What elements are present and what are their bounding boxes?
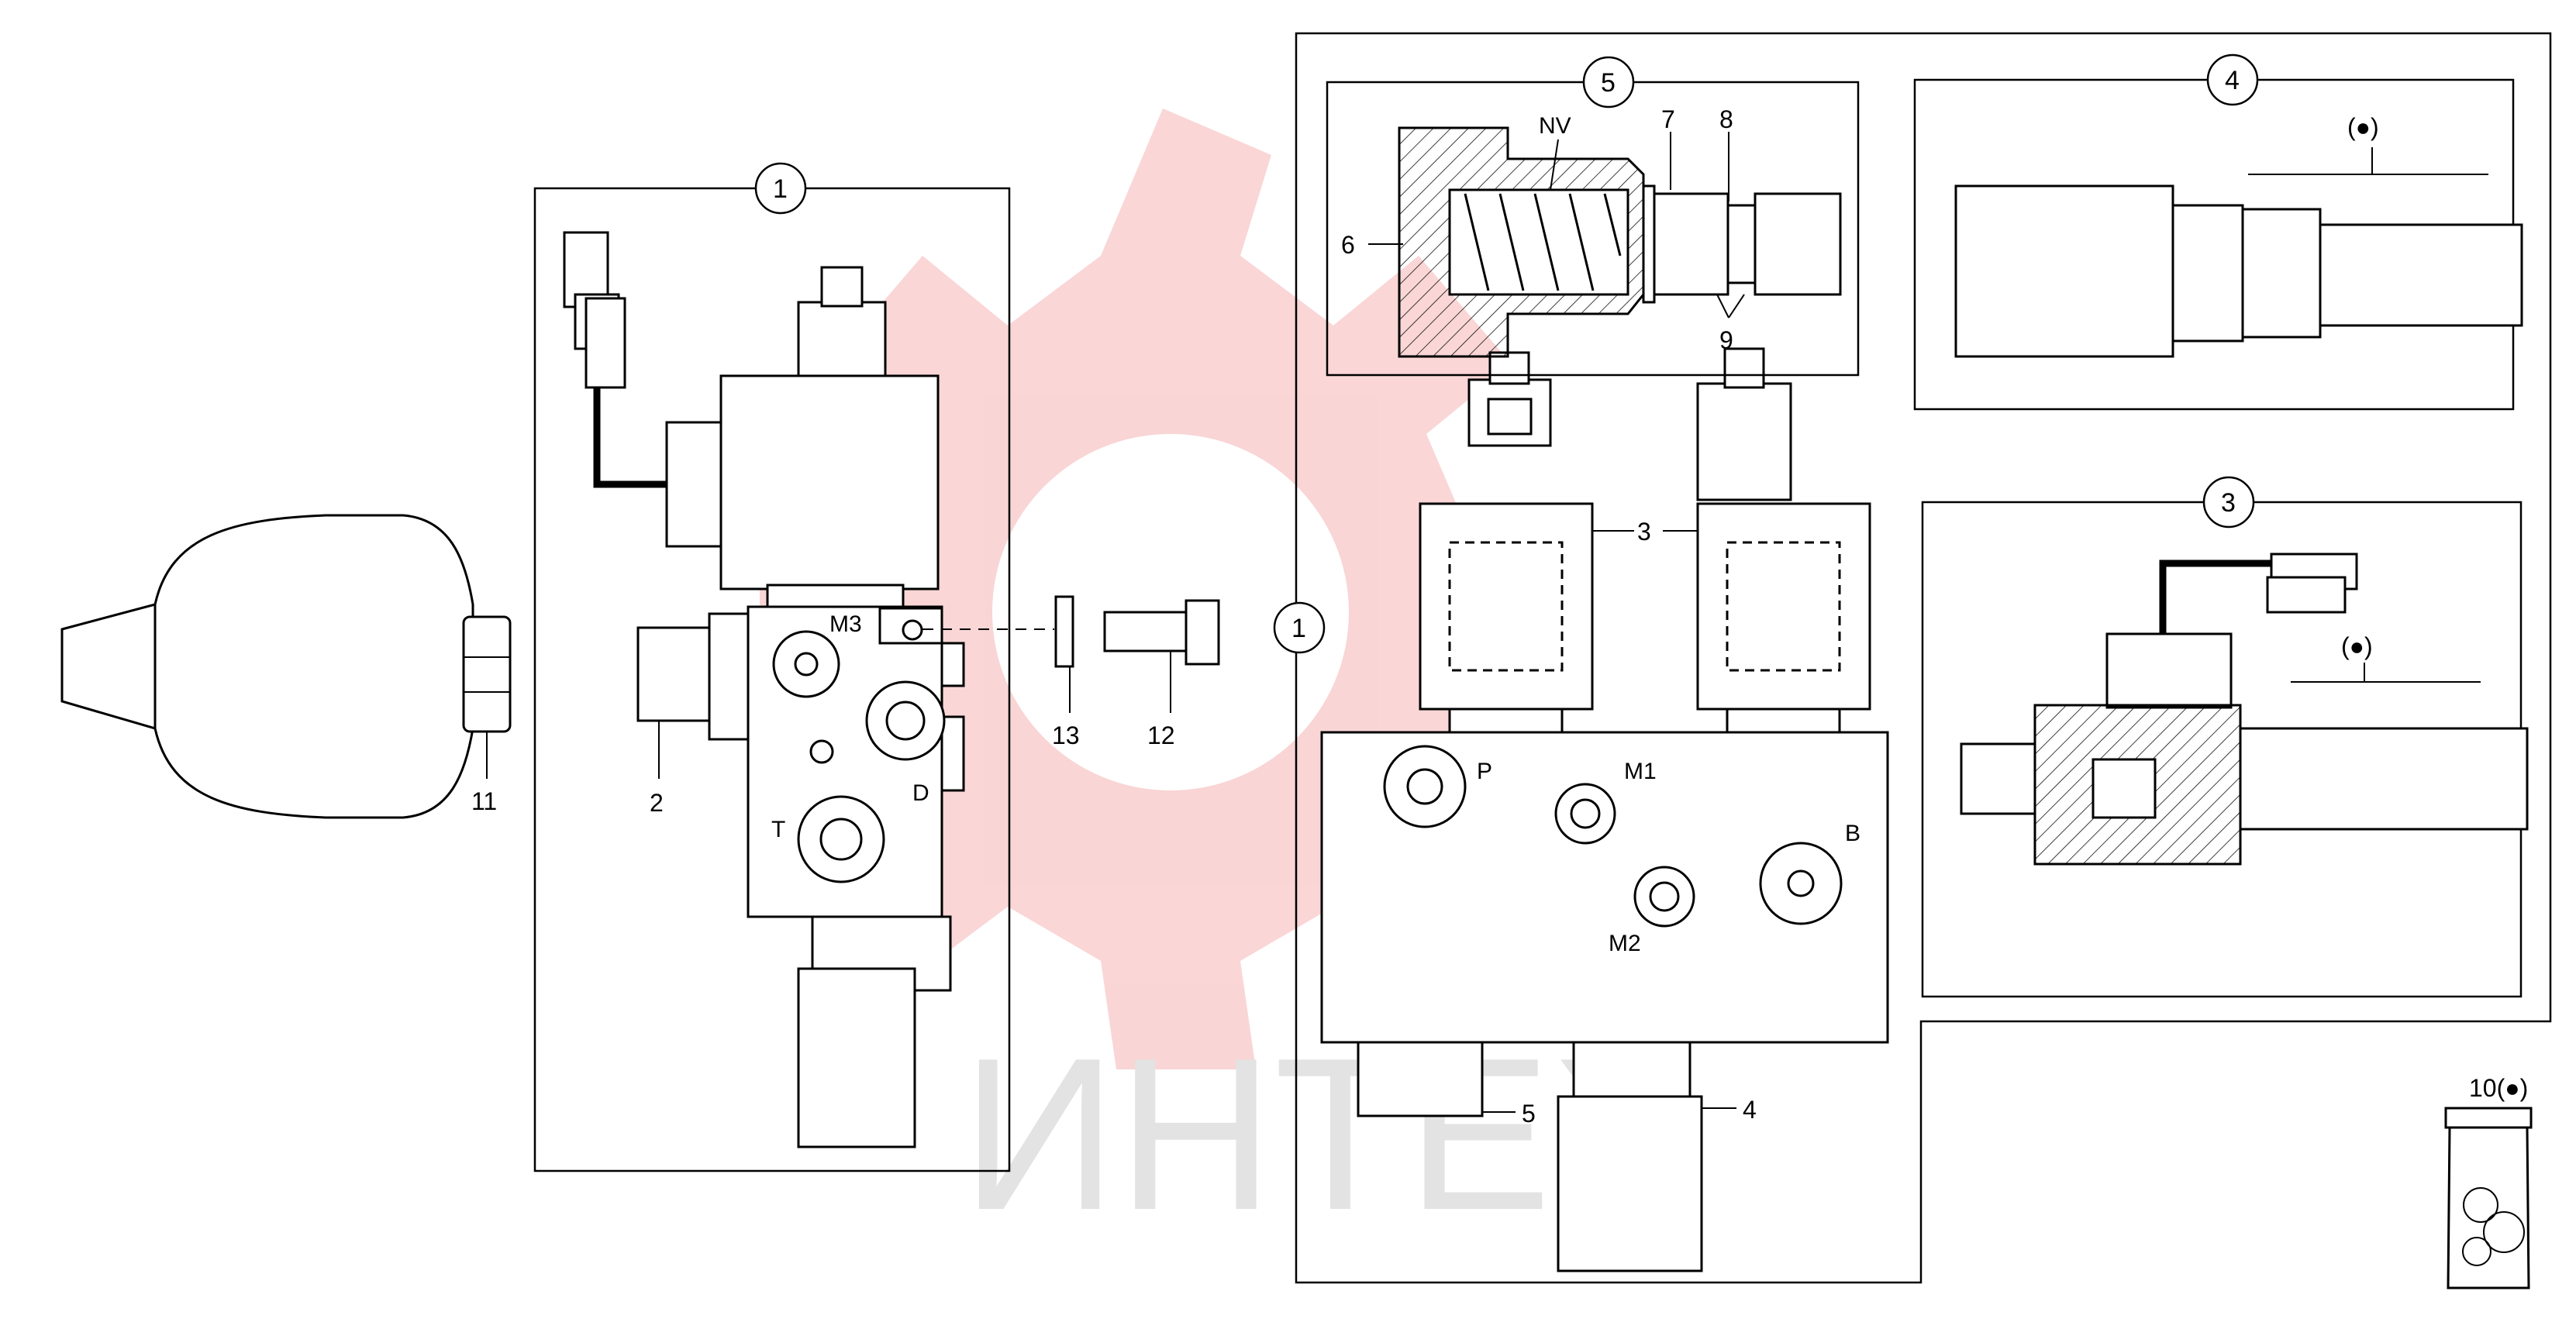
callout-5-valve: 5 [1522,1100,1536,1128]
left-valve-assembly: 1 M3 D T 2 [533,162,1011,1172]
callout-3-box: 3 [2221,488,2236,518]
right-valve-assembly: 1 3 P M1 M2 B 5 4 [1273,32,2552,1284]
callout-1-left: 1 [773,174,788,204]
callout-dot-box3: (●) [2341,632,2373,660]
callout-11: 11 [471,787,497,815]
callout-dot-box4: (●) [2347,113,2379,141]
port-label-d: D [912,780,929,806]
callout-13: 13 [1052,721,1080,749]
bolt-part-12: 13 12 [922,595,1220,749]
callout-5-box: 5 [1601,68,1616,98]
callout-9: 9 [1719,326,1733,354]
accumulator-part-11: 11 [60,514,512,819]
port-m3-hole [902,619,923,641]
right-assembly-frame [1295,32,2552,1284]
port-label-m2: M2 [1609,931,1641,956]
callout-nv: NV [1539,113,1571,139]
callout-4-valve: 4 [1743,1096,1757,1124]
callout-8: 8 [1719,105,1733,133]
callout-1-right: 1 [1291,614,1306,643]
callout-12: 12 [1147,721,1175,749]
callout-3-valve: 3 [1637,518,1651,546]
callout-2: 2 [650,789,664,817]
callout-10: 10(●) [2469,1074,2528,1102]
port-label-b: B [1845,821,1860,846]
seal-kit-part-10: 10(●) [2444,1074,2533,1289]
port-label-m3: M3 [829,611,862,637]
port-label-p: P [1477,759,1492,784]
detail-box-4: 4 (●) [1913,53,2523,411]
port-label-t: T [771,817,785,842]
callout-6: 6 [1341,231,1355,259]
callout-4-box: 4 [2225,66,2240,95]
port-label-m1: M1 [1624,759,1657,784]
callout-7: 7 [1661,105,1675,133]
detail-box-3: 3 (●) [1921,476,2529,998]
detail-box-5: 5 NV 7 8 6 9 [1326,56,1860,377]
